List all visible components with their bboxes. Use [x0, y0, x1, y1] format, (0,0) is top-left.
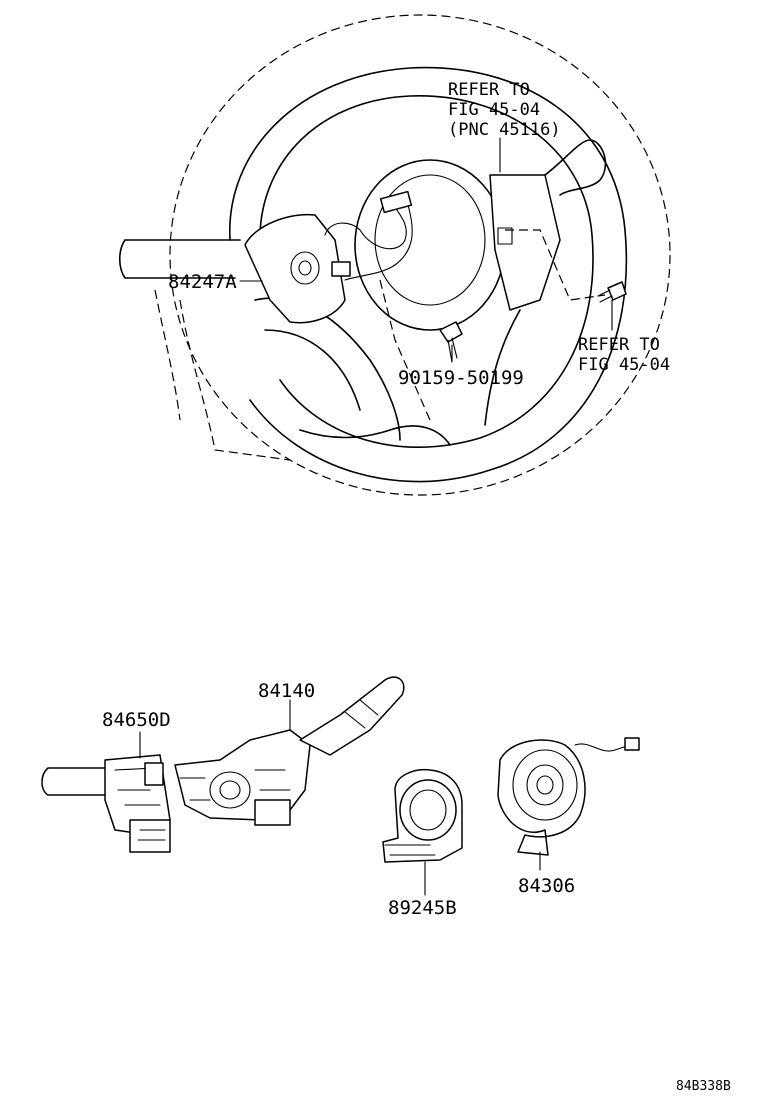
wire-harness-lower [344, 204, 413, 281]
screw-90159-50199 [439, 321, 463, 363]
part-89245B-steering-sensor [382, 768, 463, 896]
ref-right-line1: REFER TO [578, 335, 660, 355]
left-switch-knob-core [298, 260, 312, 276]
column-stalk-left [118, 239, 241, 279]
spoke-lower [299, 425, 451, 446]
wire-harness-top [324, 199, 407, 250]
label-90159-50199: 90159-50199 [398, 367, 524, 389]
leader-dash-right [505, 229, 606, 301]
label-84306: 84306 [518, 875, 575, 897]
steering-column-outline [169, 14, 671, 496]
label-84140: 84140 [258, 680, 315, 702]
wheel-hub-inner [374, 174, 486, 306]
left-switch-knob [290, 251, 320, 285]
ref-top-line3: (PNC 45116) [448, 120, 561, 140]
ref-top-line2: FIG 45-04 [448, 100, 540, 120]
spoke-right [484, 309, 521, 426]
wheel-rim-inner [259, 95, 594, 449]
wire-connector-left [331, 261, 351, 277]
figure-code: 84B338B [676, 1079, 731, 1094]
label-89245B: 89245B [388, 897, 457, 919]
upper-right-lever [544, 139, 607, 196]
label-84650D: 84650D [102, 709, 171, 731]
right-switch-bezel [489, 174, 561, 311]
ref-top-line1: REFER TO [448, 80, 530, 100]
part-84650D-turn-signal-switch [41, 731, 171, 853]
label-84247A: 84247A [168, 271, 237, 293]
part-84306-spiral-cable [497, 737, 640, 871]
screw-right [597, 281, 627, 303]
right-switch-button [497, 227, 513, 245]
leader-dash-hub [379, 279, 431, 421]
column-lower-outline-2 [154, 289, 181, 421]
ref-right-line2: FIG 45-04 [578, 355, 670, 375]
column-lower-outline [179, 299, 291, 461]
spoke-left-inner [264, 329, 361, 411]
part-84140-combination-switch [174, 676, 405, 826]
left-switch-bezel [244, 213, 346, 324]
steering-wheel-assembly [118, 14, 671, 496]
wheel-rim-outer [229, 66, 628, 483]
spoke-left [254, 297, 401, 441]
wire-connector-top [379, 190, 413, 214]
